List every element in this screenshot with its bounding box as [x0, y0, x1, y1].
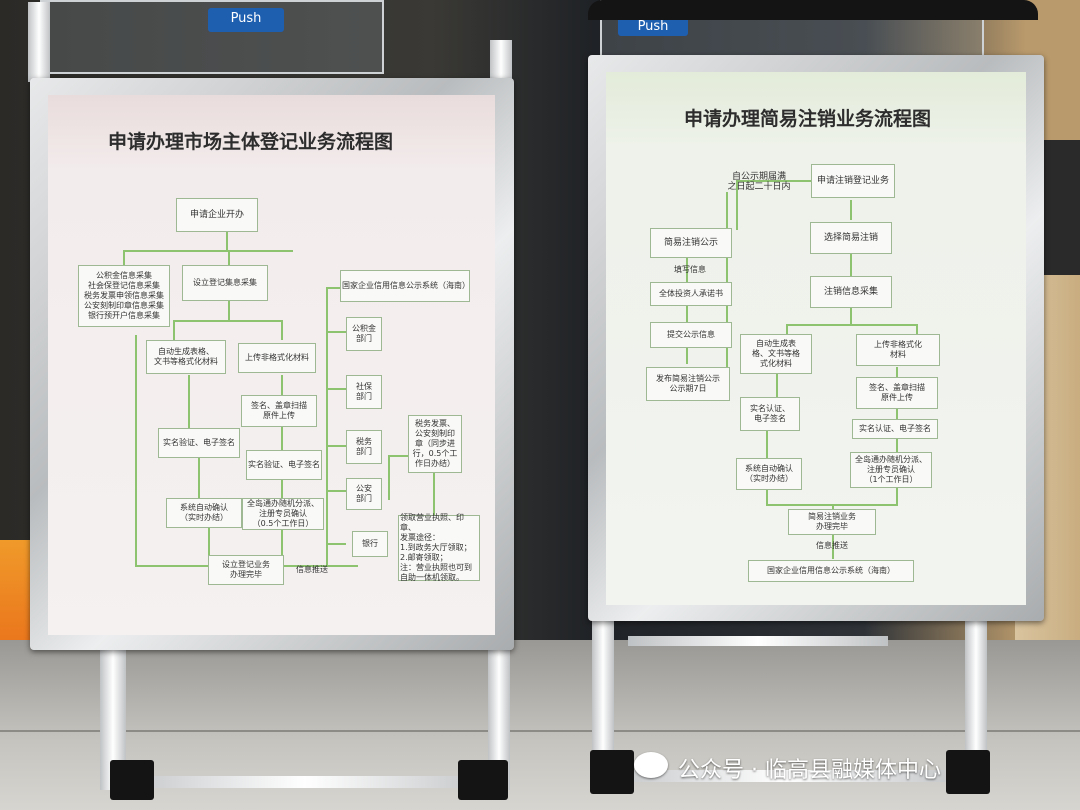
flow-label-push: 信息推送	[296, 565, 328, 574]
right-stand-top-arch	[588, 0, 1038, 20]
flow-node-submit: 提交公示信息	[650, 322, 732, 348]
flow-node-upload: 上传非格式化 材料	[856, 334, 940, 366]
flow-node-info-list: 公积金信息采集 社会保登记信息采集 税务发票申领信息采集 公安刻制印章信息采集 …	[78, 265, 170, 327]
right-board: 申请办理简易注销业务流程图 自公示期届满 之日起二十日内 申请注销登记业务 简易…	[606, 72, 1026, 605]
right-stand-leg	[592, 612, 614, 762]
right-stand-foot	[590, 750, 634, 794]
left-stand-top-bar	[28, 2, 50, 82]
flow-node-receive: 领取营业执照、印章、 发票途径： 1.到政务大厅领取； 2.邮寄领取； 注：营业…	[398, 513, 480, 582]
flow-node-auto-gen: 自动生成表格、 文书等格式化材料	[146, 340, 226, 374]
flow-node-real-name-left: 实名认证、 电子签名	[740, 397, 800, 431]
flow-node-complete: 简易注销业务 办理完毕	[788, 509, 876, 535]
left-stand-foot	[110, 760, 154, 800]
wechat-icon	[634, 752, 668, 778]
flow-node-publish: 发布简易注销公示 公示期7日	[646, 367, 730, 401]
flow-node-tax-note: 税务发票、 公安刻制印 章（同步进 行，0.5个工 作日办结）	[408, 415, 462, 473]
flow-node-bank: 银行	[352, 531, 388, 557]
flow-node-upload: 上传非格式化材料	[238, 343, 316, 373]
push-sign-left: Push	[208, 8, 284, 32]
flow-node-social-security: 社保 部门	[346, 375, 382, 409]
left-stand-top-bar	[490, 40, 512, 90]
flow-node-real-name-right: 实名认证、电子签名	[852, 419, 938, 439]
push-sign-right: Push	[618, 16, 688, 36]
flow-label-fill: 填写信息	[674, 265, 706, 274]
flow-node-choose: 选择简易注销	[810, 222, 892, 254]
flow-node-housing-fund: 公积金 部门	[346, 317, 382, 351]
flow-node-auto-gen: 自动生成表 格、文书等格 式化材料	[740, 334, 812, 374]
flow-node-collect: 注销信息采集	[810, 276, 892, 308]
flow-label-push: 信息推送	[816, 541, 848, 550]
right-stand-foot	[946, 750, 990, 794]
right-stand-rear-bar	[628, 636, 888, 646]
flow-node-start: 申请企业开办	[176, 198, 258, 232]
flow-node-sign-scan: 签名、盖章扫描 原件上传	[241, 395, 317, 427]
right-stand-base	[600, 770, 970, 782]
left-board-title: 申请办理市场主体登记业务流程图	[108, 131, 394, 153]
floor-seam	[0, 730, 1080, 732]
flow-node-set-collect: 设立登记集息采集	[182, 265, 268, 301]
left-stand-foot	[458, 760, 508, 800]
right-board-title: 申请办理简易注销业务流程图	[684, 108, 932, 130]
watermark-text: 公众号 · 临高县融媒体中心	[678, 758, 941, 783]
flow-node-real-name-mid: 实名验证、电子签名	[246, 450, 322, 480]
flow-node-national-system: 国家企业信用信息公示系统（海南）	[748, 560, 914, 582]
left-stand-base	[110, 776, 500, 788]
flow-node-complete: 设立登记业务 办理完毕	[208, 555, 284, 585]
flow-node-island-confirm: 全岛通办随机分派、 注册专员确认 （1个工作日）	[850, 452, 932, 488]
flow-node-system-confirm: 系统自动确认 （实时办结）	[166, 498, 242, 528]
flow-node-police: 公安 部门	[346, 478, 382, 510]
flow-node-publicity: 简易注销公示	[650, 228, 732, 258]
flow-node-national-system: 国家企业信用信息公示系统（海南）	[340, 270, 470, 302]
flow-node-tax: 税务 部门	[346, 430, 382, 464]
flow-node-investor-letter: 全体投资人承诺书	[650, 282, 732, 306]
flow-node-system-confirm: 系统自动确认 （实时办结）	[736, 458, 802, 490]
right-stand-leg	[965, 612, 987, 762]
flow-node-real-name-left: 实名验证、电子签名	[158, 428, 240, 458]
left-stand-leg	[488, 640, 510, 790]
flow-label-deadline: 自公示期届满 之日起二十日内	[727, 172, 791, 192]
flow-node-sign-scan: 签名、盖章扫描 原件上传	[856, 377, 938, 409]
flow-node-apply: 申请注销登记业务	[811, 164, 895, 198]
flow-node-island-confirm: 全岛通办随机分派、 注册专员确认 （0.5个工作日）	[242, 498, 324, 530]
left-board: 申请办理市场主体登记业务流程图 申请企业开办 公积金信息采集 社会保登记信息采集…	[48, 95, 495, 635]
